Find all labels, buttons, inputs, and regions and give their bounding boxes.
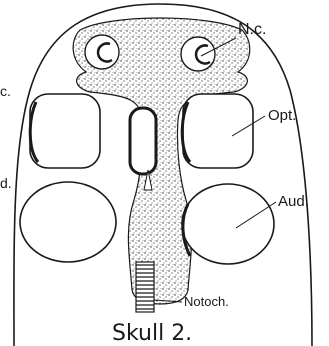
label-optic: Opt. — [268, 107, 296, 124]
right-nasal-capsule — [181, 37, 215, 71]
right-optic-capsule — [183, 94, 253, 168]
left-nasal-capsule — [85, 35, 119, 69]
central-foramen — [130, 108, 156, 174]
figure-caption: Skull 2. — [112, 321, 192, 346]
label-notochord: Notoch. — [184, 294, 229, 309]
left-optic-capsule — [30, 94, 100, 168]
label-auditory: Aud. — [278, 193, 309, 210]
left-auditory-capsule — [20, 182, 116, 262]
label-nasal-capsule: N.c. — [238, 21, 266, 38]
right-auditory-capsule — [182, 184, 274, 264]
label-left-partial-mid: d. — [0, 175, 12, 191]
label-left-partial-top: c. — [0, 83, 11, 99]
